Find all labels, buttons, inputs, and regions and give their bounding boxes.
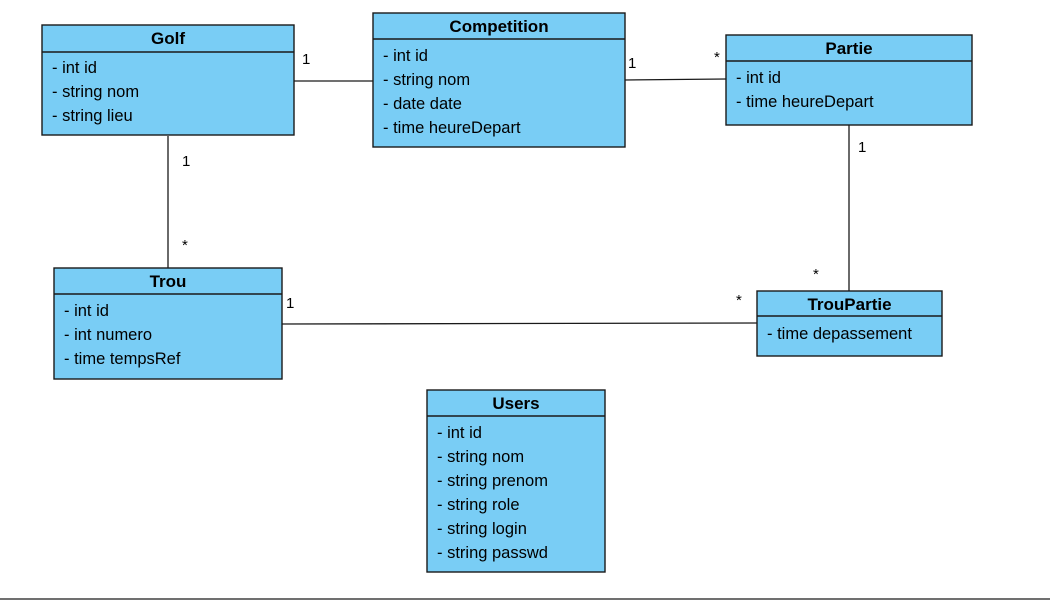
mult-trou-troupartie-trou-end: 1 bbox=[286, 295, 294, 312]
class-attribute-users: - string passwd bbox=[437, 544, 548, 562]
class-troupartie[interactable]: TrouPartie - time depassement bbox=[756, 290, 943, 357]
class-name-golf: Golf bbox=[151, 29, 185, 48]
mult-golf-trou-golf-end: 1 bbox=[182, 153, 190, 170]
multiplicities: 1 1 * 1 * 1 * 1 * bbox=[182, 49, 866, 312]
class-attribute-users: - string role bbox=[437, 496, 520, 514]
class-users[interactable]: Users - int id - string nom - string prenom… bbox=[426, 389, 606, 573]
class-box-competition[interactable] bbox=[372, 12, 626, 148]
class-trou[interactable]: Trou - int id - int numero - time tempsRef bbox=[53, 267, 283, 380]
associations bbox=[167, 78, 850, 325]
class-name-partie: Partie bbox=[825, 39, 872, 58]
class-attribute-users: - string prenom bbox=[437, 472, 548, 490]
class-name-trou: Trou bbox=[150, 272, 187, 291]
class-box-troupartie[interactable] bbox=[756, 290, 943, 357]
class-attribute-competition: - time heureDepart bbox=[383, 119, 521, 137]
mult-trou-troupartie-troupartie-end: * bbox=[736, 292, 742, 309]
class-attribute-golf: - int id bbox=[52, 59, 97, 77]
class-attribute-competition: - int id bbox=[383, 47, 428, 65]
assoc-trou-troupartie[interactable] bbox=[281, 322, 758, 325]
mult-partie-troupartie-troupartie-end: * bbox=[813, 266, 819, 283]
class-attribute-users: - string login bbox=[437, 520, 527, 538]
class-attribute-partie: - int id bbox=[736, 69, 781, 87]
mult-golf-trou-trou-end: * bbox=[182, 237, 188, 254]
class-attribute-trou: - int id bbox=[64, 302, 109, 320]
class-golf[interactable]: Golf - int id - string nom - string lieu bbox=[41, 24, 295, 136]
class-attribute-users: - string nom bbox=[437, 448, 524, 466]
class-attribute-golf: - string lieu bbox=[52, 107, 133, 125]
classes: Golf - int id - string nom - string lieu Com… bbox=[41, 12, 973, 573]
mult-partie-troupartie-partie-end: 1 bbox=[858, 139, 866, 156]
class-box-golf[interactable] bbox=[41, 24, 295, 136]
class-box-partie[interactable] bbox=[725, 34, 973, 126]
class-attribute-partie: - time heureDepart bbox=[736, 93, 874, 111]
mult-competition-partie-competition-end: 1 bbox=[628, 55, 636, 72]
class-box-trou[interactable] bbox=[53, 267, 283, 380]
class-box-users[interactable] bbox=[426, 389, 606, 573]
class-name-users: Users bbox=[492, 394, 539, 413]
class-name-troupartie: TrouPartie bbox=[807, 295, 891, 314]
mult-golf-competition-golf-end: 1 bbox=[302, 51, 310, 68]
class-name-competition: Competition bbox=[449, 17, 548, 36]
class-attribute-competition: - date date bbox=[383, 95, 462, 113]
class-partie[interactable]: Partie - int id - time heureDepart bbox=[725, 34, 973, 126]
class-attribute-trou: - int numero bbox=[64, 326, 152, 344]
class-attribute-users: - int id bbox=[437, 424, 482, 442]
class-attribute-competition: - string nom bbox=[383, 71, 470, 89]
assoc-competition-partie[interactable] bbox=[624, 78, 727, 81]
class-attribute-golf: - string nom bbox=[52, 83, 139, 101]
class-competition[interactable]: Competition - int id - string nom - date da… bbox=[372, 12, 626, 148]
mult-competition-partie-partie-end: * bbox=[714, 49, 720, 66]
class-attribute-trou: - time tempsRef bbox=[64, 350, 181, 368]
class-attribute-troupartie: - time depassement bbox=[767, 325, 912, 343]
